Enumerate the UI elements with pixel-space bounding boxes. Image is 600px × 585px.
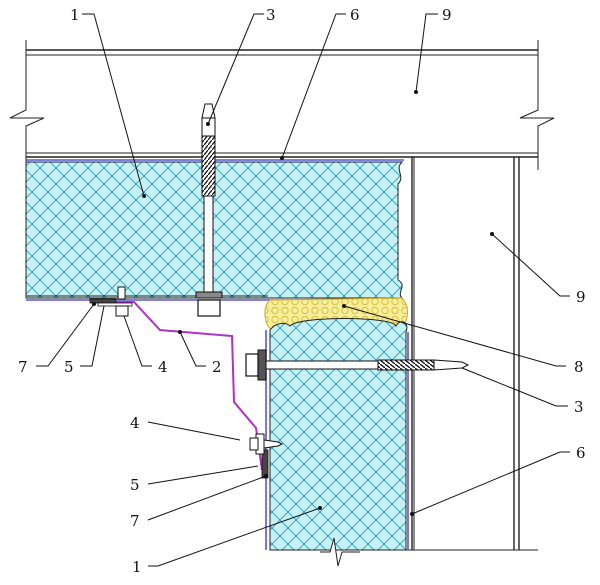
rivet-assembly-side	[249, 433, 284, 479]
callout-5-left: 5	[130, 476, 140, 494]
flashing-profile	[92, 301, 263, 471]
callout-3-top: 3	[266, 6, 276, 24]
callout-4-bottom: 4	[158, 358, 168, 376]
steel-column-right	[404, 157, 538, 551]
wall-sandwich-panel	[265, 318, 409, 567]
callout-9-top: 9	[442, 6, 452, 24]
callout-6-right: 6	[576, 444, 586, 462]
callout-2: 2	[212, 358, 222, 376]
callout-7-left: 7	[130, 512, 140, 530]
callout-7-bottom: 7	[18, 358, 28, 376]
callout-1-top: 1	[70, 6, 80, 24]
callout-3-right: 3	[574, 398, 584, 416]
roof-fastener-screw	[195, 103, 223, 317]
callout-8: 8	[574, 358, 584, 376]
callout-labels: 1 3 6 9 9 8 3 6 7 5 4 2 4 5 7 1	[18, 6, 586, 576]
callout-6-top: 6	[350, 6, 360, 24]
callout-1-bottom: 1	[132, 558, 142, 576]
callout-4-left: 4	[130, 414, 140, 432]
leader-lines	[36, 13, 570, 567]
callout-5-bottom: 5	[64, 358, 74, 376]
wall-fastener-screw	[245, 349, 470, 381]
steel-beam-top	[9, 40, 555, 170]
callout-9-right: 9	[576, 288, 586, 306]
rivet-assembly-top	[89, 286, 133, 317]
